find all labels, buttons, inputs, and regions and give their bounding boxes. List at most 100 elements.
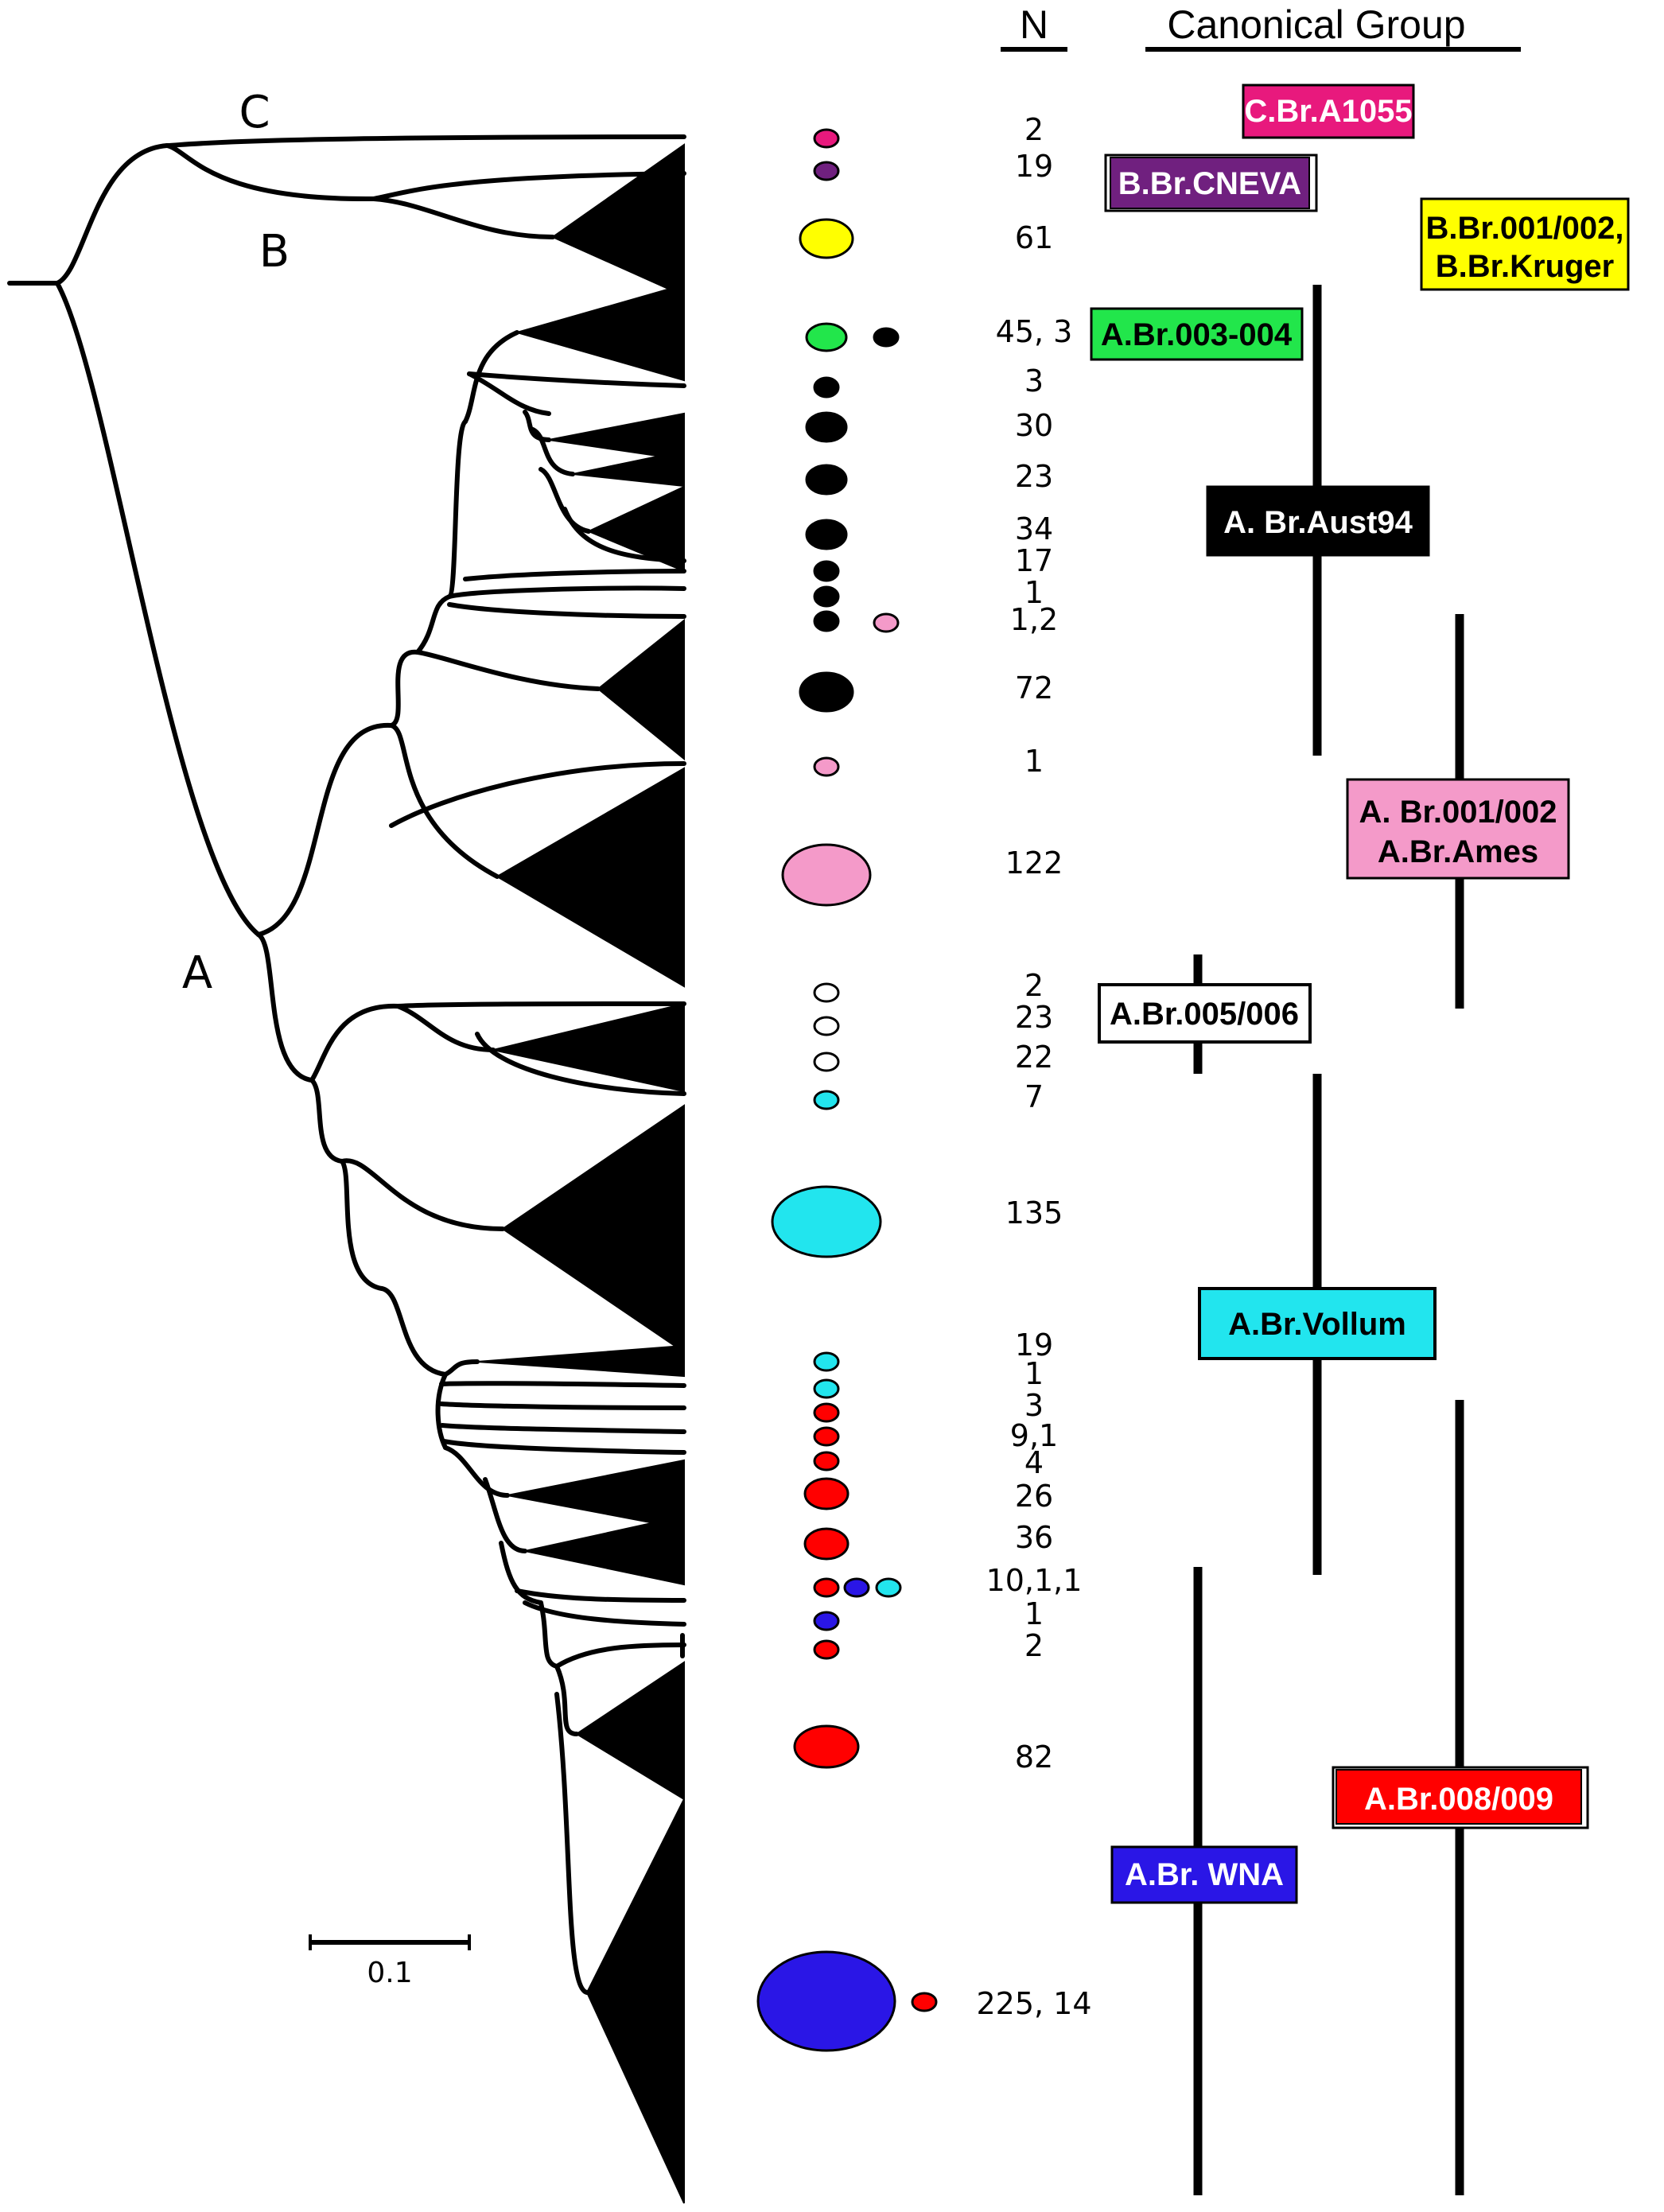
n-label: 10,1,1 xyxy=(986,1563,1083,1598)
branch-26-to-36 xyxy=(483,1477,527,1553)
circle-aust94-30 xyxy=(805,411,848,443)
n-label: 34 xyxy=(1015,511,1053,546)
clade-triangle-b-kruger xyxy=(550,143,685,297)
circle-vollum-19 xyxy=(813,1351,840,1372)
branch-005-7 xyxy=(475,1032,686,1096)
n-label: 1 xyxy=(1024,1596,1044,1631)
circle-b-kruger xyxy=(799,218,854,259)
circle-005-2 xyxy=(813,982,840,1003)
branch-a-lower xyxy=(256,932,314,1083)
branch-comb-9 xyxy=(440,1423,686,1434)
branch-comb-1 xyxy=(439,1381,686,1388)
circle-ames-122 xyxy=(781,843,872,907)
circle-aust94-23 xyxy=(805,464,848,496)
branch-aust-72 xyxy=(415,650,601,691)
n-label: 3 xyxy=(1024,1388,1044,1423)
circle-wna-225 xyxy=(756,1950,896,2052)
circle-vollum-1-b xyxy=(875,1577,902,1598)
n-label: 135 xyxy=(1005,1195,1063,1230)
circle-vollum-7 xyxy=(813,1090,840,1110)
branch-tail-down xyxy=(538,1600,559,1669)
circle-wna-1 xyxy=(813,1611,840,1631)
clade-triangle-008-36 xyxy=(524,1514,685,1586)
n-label: 2 xyxy=(1024,1628,1044,1663)
branch-tail-2 xyxy=(554,1642,686,1669)
circle-008-26 xyxy=(803,1477,849,1510)
n-labels: 2 19 61 45, 3 3 30 23 34 17 1 1,2 72 1 1… xyxy=(976,112,1091,2021)
circle-a-003-004-aust xyxy=(873,327,900,348)
circle-a-003-004 xyxy=(805,322,848,352)
clade-triangle-008-82 xyxy=(575,1661,685,1801)
branch-comb-3 xyxy=(439,1401,686,1410)
branch-vollum-19 xyxy=(443,1359,480,1377)
clade-triangle-aust94-34 xyxy=(586,485,685,573)
n-label: 23 xyxy=(1015,459,1053,494)
circle-008-82 xyxy=(793,1724,860,1769)
branch-aust-34 xyxy=(538,467,591,534)
branch-root-to-bc xyxy=(55,143,169,286)
branch-a-upper xyxy=(256,722,394,937)
branch-aust-inner xyxy=(415,594,452,655)
clade-triangle-vollum-135 xyxy=(501,1104,685,1354)
circle-008-10 xyxy=(813,1577,840,1598)
n-label: 1 xyxy=(1024,744,1044,779)
canonical-group-boxes: C.Br.A1055 B.Br.CNEVA B.Br.001/002, B.Br… xyxy=(1090,84,1630,1904)
clade-label-c: C xyxy=(239,87,270,138)
branch-a-lower-2 xyxy=(309,1078,344,1164)
group-box-a-br-001-002-ames: A. Br.001/002 A.Br.Ames xyxy=(1346,778,1570,880)
branch-aust-17 xyxy=(463,569,686,581)
circle-aust94-1-b xyxy=(813,610,840,632)
n-label: 1 xyxy=(1024,575,1044,610)
n-label: 23 xyxy=(1015,1000,1053,1035)
circle-vollum-1 xyxy=(813,1378,840,1399)
group-label-b-br-kruger: B.Br.Kruger xyxy=(1436,249,1615,284)
circle-vollum-135 xyxy=(771,1185,882,1258)
group-label-b-br-cneva: B.Br.CNEVA xyxy=(1118,166,1301,201)
canonical-group-header: Canonical Group xyxy=(1167,2,1465,47)
branch-to-82 xyxy=(554,1664,579,1736)
group-label-a-br-008-009: A.Br.008/009 xyxy=(1364,1782,1553,1817)
n-label: 19 xyxy=(1015,149,1053,184)
branch-ames-sibling xyxy=(389,761,686,828)
branch-b-kruger xyxy=(371,196,555,239)
circle-aust94-34 xyxy=(805,519,848,550)
sample-circles xyxy=(756,128,938,2052)
circle-aust94-3 xyxy=(813,376,840,398)
tree-clade-triangles xyxy=(476,143,685,2204)
group-box-a-br-008-009: A.Br.008/009 xyxy=(1332,1766,1589,1829)
branch-aust-1-a xyxy=(447,585,686,599)
circle-wna-1-a xyxy=(843,1577,870,1598)
branch-aust-sub xyxy=(467,371,551,416)
clade-triangle-wna-225 xyxy=(585,1798,685,2204)
clade-triangle-008-26 xyxy=(507,1459,685,1530)
branch-005-23 xyxy=(395,1004,496,1052)
circle-008-2 xyxy=(813,1639,840,1660)
group-label-b-br-001-002: B.Br.001/002, xyxy=(1425,211,1623,246)
group-label-a-br-001-002: A. Br.001/002 xyxy=(1359,795,1557,830)
circle-aust94-1 xyxy=(813,585,840,608)
n-label: 122 xyxy=(1005,846,1063,881)
circle-008-4 xyxy=(813,1451,840,1471)
scale-bar: 0.1 xyxy=(309,1934,471,1989)
n-label: 7 xyxy=(1024,1079,1044,1114)
circle-ames-1 xyxy=(813,756,840,777)
circle-aust94-72 xyxy=(799,671,854,713)
n-label: 3 xyxy=(1024,363,1044,398)
n-column-header: N xyxy=(1020,2,1048,47)
circle-ames-2 xyxy=(873,612,900,633)
branch-aust-stem xyxy=(447,419,468,599)
scale-bar-label: 0.1 xyxy=(367,1957,412,1989)
n-label: 2 xyxy=(1024,112,1044,147)
circle-b-cneva xyxy=(813,161,840,181)
group-box-c-br-a1055: C.Br.A1055 xyxy=(1242,84,1415,139)
group-label-a-br-ames: A.Br.Ames xyxy=(1378,834,1538,869)
circle-005-23 xyxy=(813,1016,840,1036)
branch-aust-34-edge xyxy=(562,507,686,563)
group-label-a-br-wna: A.Br. WNA xyxy=(1125,1857,1284,1892)
n-label: 4 xyxy=(1024,1445,1044,1480)
n-label: 72 xyxy=(1015,671,1053,706)
group-label-a-br-aust94: A. Br.Aust94 xyxy=(1223,505,1413,540)
clade-label-b: B xyxy=(259,226,290,278)
clade-triangle-aust94-30 xyxy=(548,412,685,461)
